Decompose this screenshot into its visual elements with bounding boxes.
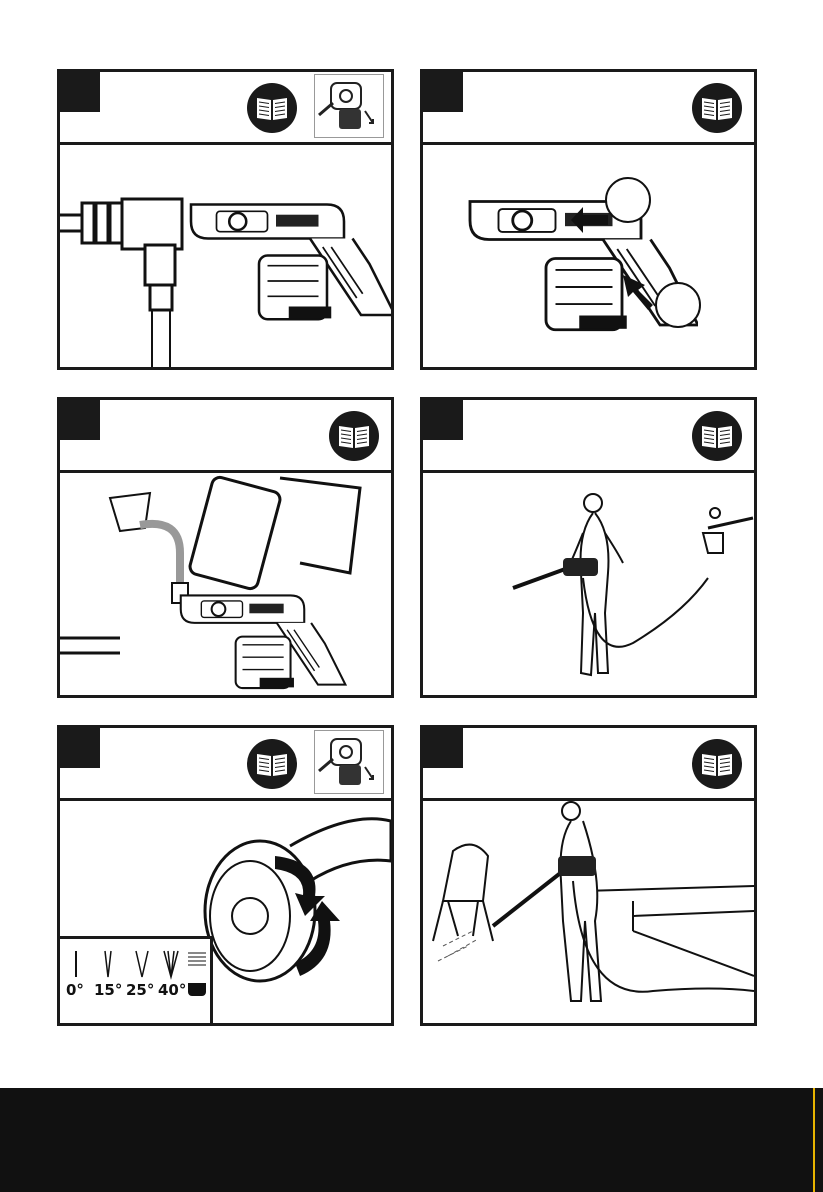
panel-5: 0° 15° 25° 40° xyxy=(57,725,394,1026)
panel-6 xyxy=(420,725,757,1026)
spray-angle-25: 25° xyxy=(126,981,154,999)
illustration-battery-insert xyxy=(423,145,754,370)
step-number-block xyxy=(60,72,100,112)
open-book-icon xyxy=(329,411,379,461)
tool-thumbnail-icon xyxy=(314,74,384,138)
step-number-block xyxy=(60,728,100,768)
step-number-block xyxy=(423,72,463,112)
panel-2 xyxy=(420,69,757,370)
open-book-icon xyxy=(247,739,297,789)
brush-attachment-icon xyxy=(188,983,206,996)
panel-3 xyxy=(57,397,394,698)
step-number-block xyxy=(60,400,100,440)
open-book-icon xyxy=(692,83,742,133)
open-book-icon xyxy=(692,411,742,461)
spray-angle-legend: 0° 15° 25° 40° xyxy=(57,936,213,1026)
illustration-detergent-fill xyxy=(60,473,391,698)
page-footer-band xyxy=(0,1088,823,1192)
illustration-hose-connection xyxy=(60,145,391,370)
open-book-icon xyxy=(247,83,297,133)
spray-angle-0: 0° xyxy=(66,981,84,999)
spray-angle-15: 15° xyxy=(94,981,122,999)
spray-pattern-icons xyxy=(60,941,210,981)
illustration-woman-cleaning-chair xyxy=(423,801,754,1026)
panel-4 xyxy=(420,397,757,698)
step-number-block xyxy=(423,728,463,768)
illustration-woman-with-washer xyxy=(423,473,754,698)
accent-stripe xyxy=(813,1088,819,1192)
tool-thumbnail-icon xyxy=(314,730,384,794)
open-book-icon xyxy=(692,739,742,789)
spray-angle-40: 40° xyxy=(158,981,186,999)
step-number-block xyxy=(423,400,463,440)
panel-1 xyxy=(57,69,394,370)
